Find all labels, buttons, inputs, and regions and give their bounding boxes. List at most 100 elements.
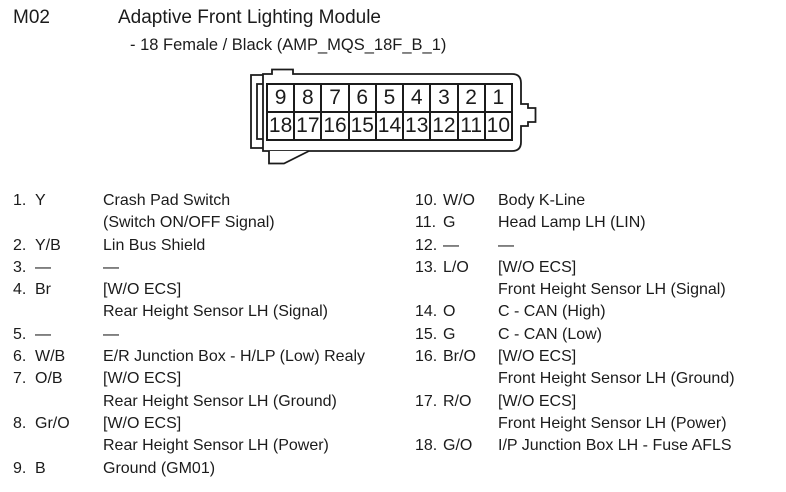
pin-cell-13: 13 bbox=[404, 113, 432, 139]
wire-color: R/O bbox=[443, 392, 472, 410]
connector-left-bracket-notch bbox=[256, 83, 264, 140]
pin-cell-12: 12 bbox=[431, 113, 459, 139]
pin-description: Crash Pad Switch (Switch ON/OFF Signal) bbox=[103, 190, 405, 235]
pin-entry-13: 13. L/O [W/O ECS] Front Height Sensor LH … bbox=[415, 257, 783, 302]
pin-description: — bbox=[103, 257, 405, 279]
pin-label: 13. L/O bbox=[415, 257, 498, 279]
pin-description-line: — bbox=[103, 325, 119, 343]
pin-number: 13. bbox=[415, 258, 438, 276]
pin-entry-7: 7.O/B [W/O ECS] Rear Height Sensor LH (G… bbox=[13, 368, 405, 413]
pin-description: [W/O ECS] Front Height Sensor LH (Ground… bbox=[498, 346, 783, 391]
connector-diagram: 9 8 7 6 5 4 3 2 1 18 17 16 15 14 13 12 1… bbox=[240, 60, 545, 172]
pin-entry-18: 18. G/O I/P Junction Box LH - Fuse AFLS bbox=[415, 435, 783, 457]
pin-list-right-column: 10.W/O Body K-Line 11.G Head Lamp LH (LI… bbox=[415, 190, 783, 458]
wire-color: W/O bbox=[443, 192, 475, 209]
pin-label: 10. W/O bbox=[415, 190, 498, 212]
pin-label: 16. Br/O bbox=[415, 346, 498, 368]
pin-cell-14: 14 bbox=[377, 113, 405, 139]
pin-description-line: Rear Height Sensor LH (Power) bbox=[103, 437, 329, 455]
pin-description-line: E/R Junction Box - H/LP (Low) Realy bbox=[103, 348, 366, 366]
pin-description-line: Ground (GM01) bbox=[103, 459, 216, 477]
pin-entry-10: 10.W/O Body K-Line bbox=[415, 190, 783, 212]
wire-color: L/O bbox=[443, 258, 469, 276]
pin-description-line: — bbox=[498, 236, 514, 254]
pin-entry-16: 16. Br/O [W/O ECS] Front Height Sensor LH… bbox=[415, 346, 783, 391]
pin-label: 12. — bbox=[415, 235, 498, 257]
pin-label: 6.W/B bbox=[13, 346, 103, 368]
wire-color: G/O bbox=[443, 437, 473, 455]
pin-grid: 9 8 7 6 5 4 3 2 1 18 17 16 15 14 13 12 1… bbox=[266, 83, 513, 141]
pin-description-line: Crash Pad Switch bbox=[103, 192, 231, 209]
pin-description-line: C - CAN (High) bbox=[498, 303, 606, 321]
pin-number: 2. bbox=[13, 236, 27, 254]
pin-entry-8: 8.Gr/O [W/O ECS] Rear Height Sensor LH (… bbox=[13, 413, 405, 458]
pin-label: 3. — bbox=[13, 257, 103, 279]
connector-bottom-latch bbox=[268, 150, 310, 165]
pin-grid-top-row: 9 8 7 6 5 4 3 2 1 bbox=[268, 85, 511, 113]
pin-number: 3. bbox=[13, 258, 27, 276]
wire-color: — bbox=[443, 236, 459, 254]
pin-cell-11: 11 bbox=[459, 113, 486, 139]
pin-number: 12. bbox=[415, 236, 438, 254]
pin-description-line: Front Height Sensor LH (Signal) bbox=[498, 281, 726, 299]
pin-entry-3: 3. — — bbox=[13, 257, 405, 279]
pin-description-line: [W/O ECS] bbox=[498, 258, 577, 276]
pin-entry-4: 4.Br [W/O ECS] Rear Height Sensor LH (Si… bbox=[13, 279, 405, 324]
pin-grid-bottom-row: 18 17 16 15 14 13 12 11 10 bbox=[268, 113, 511, 139]
pin-cell-16: 16 bbox=[322, 113, 350, 139]
pin-number: 15. bbox=[415, 325, 438, 343]
pin-cell-3: 3 bbox=[431, 85, 459, 111]
wire-color: O bbox=[443, 303, 456, 321]
pin-description: Lin Bus Shield bbox=[103, 235, 405, 257]
pin-entry-14: 14. O C - CAN (High) bbox=[415, 301, 783, 323]
pin-label: 15. G bbox=[415, 324, 498, 346]
wire-color: Br/O bbox=[443, 348, 476, 366]
wire-color: — bbox=[35, 258, 51, 276]
pin-number: 10. bbox=[415, 192, 438, 209]
pin-cell-18: 18 bbox=[268, 113, 296, 139]
pin-description-line: [W/O ECS] bbox=[498, 392, 577, 410]
pin-cell-7: 7 bbox=[322, 85, 350, 111]
pin-description-line: [W/O ECS] bbox=[103, 281, 182, 299]
pin-number: 11. bbox=[415, 214, 437, 232]
pin-number: 9. bbox=[13, 459, 27, 477]
pin-description-line: [W/O ECS] bbox=[103, 370, 182, 388]
pin-label: 17.R/O bbox=[415, 391, 498, 413]
pin-label: 1.Y bbox=[13, 190, 103, 212]
connector-code: M02 bbox=[13, 7, 50, 28]
pin-label: 7.O/B bbox=[13, 368, 103, 390]
pin-number: 18. bbox=[415, 437, 438, 455]
pin-number: 14. bbox=[415, 303, 438, 321]
pin-cell-8: 8 bbox=[295, 85, 323, 111]
pin-entry-9: 9.B Ground (GM01) bbox=[13, 458, 405, 480]
pin-cell-6: 6 bbox=[350, 85, 377, 111]
pin-label: 4.Br bbox=[13, 279, 103, 301]
pin-description-line: Rear Height Sensor LH (Signal) bbox=[103, 303, 328, 321]
pin-label: 11.G bbox=[415, 212, 498, 234]
pin-cell-15: 15 bbox=[350, 113, 377, 139]
pin-description: C - CAN (Low) bbox=[498, 324, 783, 346]
pin-label: 9.B bbox=[13, 458, 103, 480]
pin-description: E/R Junction Box - H/LP (Low) Realy bbox=[103, 346, 405, 368]
wire-color: O/B bbox=[35, 370, 63, 388]
pin-description-line: I/P Junction Box LH - Fuse AFLS bbox=[498, 437, 732, 455]
pin-label: 8.Gr/O bbox=[13, 413, 103, 435]
pin-description-line: Front Height Sensor LH (Power) bbox=[498, 414, 727, 432]
pin-entry-2: 2. Y/B Lin Bus Shield bbox=[13, 235, 405, 257]
pin-description-line: [W/O ECS] bbox=[103, 414, 182, 432]
pin-entry-11: 11.G Head Lamp LH (LIN) bbox=[415, 212, 783, 234]
connector-left-bracket bbox=[250, 74, 264, 149]
pin-entry-15: 15. G C - CAN (Low) bbox=[415, 324, 783, 346]
pin-entry-12: 12. — — bbox=[415, 235, 783, 257]
pin-description: C - CAN (High) bbox=[498, 301, 783, 323]
pin-description-line: — bbox=[103, 258, 119, 276]
pin-description-line: Rear Height Sensor LH (Ground) bbox=[103, 392, 337, 410]
pin-description: [W/O ECS] Front Height Sensor LH (Signal… bbox=[498, 257, 783, 302]
pin-label: 2. Y/B bbox=[13, 235, 103, 257]
pin-entry-17: 17.R/O [W/O ECS] Front Height Sensor LH … bbox=[415, 391, 783, 436]
pin-number: 16. bbox=[415, 348, 438, 366]
wire-color: Y/B bbox=[35, 236, 61, 254]
pin-description: [W/O ECS] Front Height Sensor LH (Power) bbox=[498, 391, 783, 436]
wire-color: G bbox=[443, 325, 456, 343]
